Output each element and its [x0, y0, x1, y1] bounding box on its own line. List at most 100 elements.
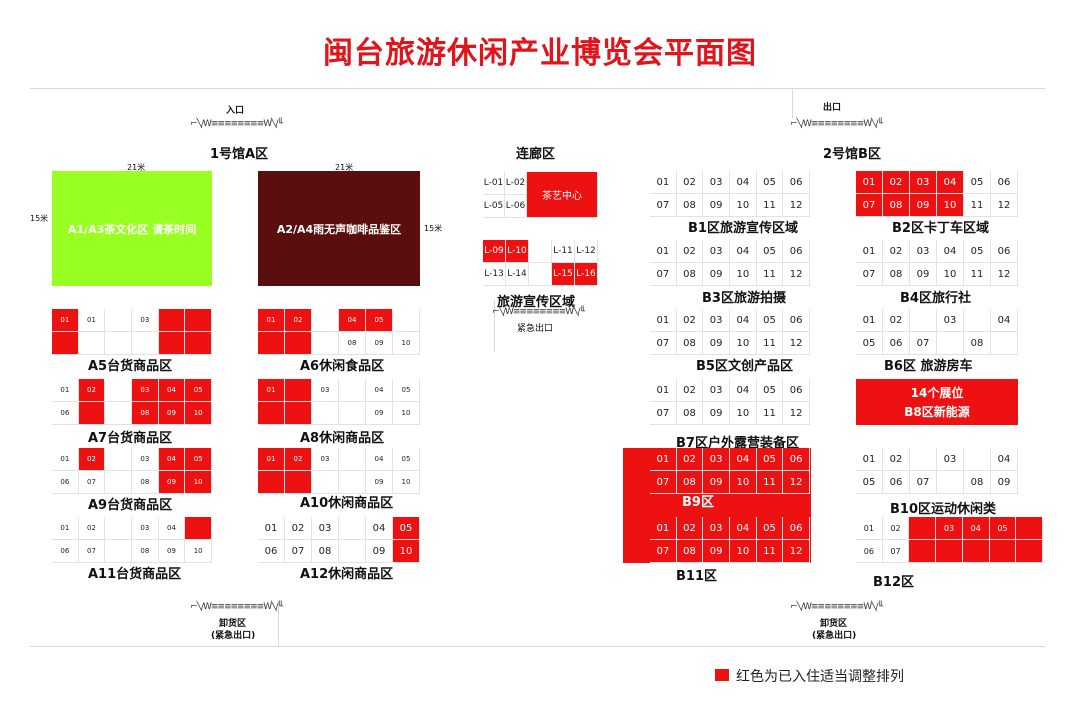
booth[interactable]: 10 [729, 263, 757, 286]
booth[interactable]: 09 [703, 402, 730, 425]
booth[interactable]: 10 [185, 402, 212, 425]
booth[interactable]: 11 [756, 402, 784, 425]
booth[interactable]: 03 [937, 309, 964, 332]
booth[interactable]: L-16 [575, 263, 598, 286]
booth[interactable]: 07 [78, 540, 106, 563]
booth[interactable]: 03 [131, 517, 159, 540]
booth[interactable] [339, 540, 366, 563]
booth[interactable] [105, 379, 132, 402]
l-block-bottom[interactable]: L-09 L-10 L-11 L-12 L-13 L-14 L-15 L-16 [483, 240, 598, 286]
booth[interactable]: 05 [756, 171, 784, 194]
booth[interactable]: 05 [964, 171, 991, 194]
booth[interactable]: 03 [703, 448, 730, 471]
booth[interactable]: 01 [856, 448, 883, 471]
booth[interactable] [52, 332, 79, 355]
booth[interactable]: 07 [882, 540, 910, 563]
booth[interactable]: 03 [703, 309, 730, 332]
booth[interactable]: 07 [285, 540, 312, 563]
booth[interactable]: 04 [991, 309, 1018, 332]
booth[interactable]: 04 [991, 448, 1018, 471]
booth[interactable]: 04 [339, 309, 366, 332]
booth[interactable]: 04 [729, 309, 757, 332]
booth[interactable]: 04 [366, 517, 393, 540]
booth[interactable]: 02 [676, 448, 704, 471]
booth[interactable] [185, 309, 212, 332]
booth[interactable]: 07 [650, 471, 677, 494]
booth[interactable]: 04 [158, 379, 186, 402]
booth[interactable]: 05 [185, 379, 212, 402]
a2a4-zone[interactable]: A2/A4雨无声咖啡品鉴区 [258, 171, 420, 286]
booth[interactable]: 09 [703, 332, 730, 355]
booth[interactable]: 10 [937, 263, 964, 286]
booth[interactable] [312, 471, 339, 494]
booth[interactable]: 05 [393, 379, 420, 402]
booth[interactable]: 08 [676, 540, 704, 563]
booth[interactable]: 09 [366, 402, 393, 425]
booth[interactable]: 09 [703, 263, 730, 286]
booth[interactable]: 06 [52, 402, 79, 425]
booth[interactable]: 09 [703, 540, 730, 563]
booth[interactable]: 04 [366, 448, 393, 471]
booth[interactable]: 03 [910, 171, 937, 194]
booth[interactable]: 09 [158, 540, 186, 563]
booth[interactable]: 02 [285, 517, 312, 540]
booth[interactable]: 11 [756, 194, 784, 217]
booth[interactable] [312, 332, 339, 355]
booth[interactable]: 01 [52, 379, 79, 402]
booth[interactable]: 04 [962, 517, 990, 540]
booth[interactable] [285, 402, 312, 425]
booth[interactable]: 06 [783, 171, 810, 194]
booth[interactable]: L-12 [575, 240, 598, 263]
booth[interactable]: 11 [756, 332, 784, 355]
booth[interactable]: 04 [729, 171, 757, 194]
booth[interactable] [909, 517, 937, 540]
booth[interactable] [78, 402, 106, 425]
booth[interactable]: 10 [729, 471, 757, 494]
booth[interactable]: L-05 [483, 195, 505, 218]
booth[interactable]: 01 [258, 309, 285, 332]
booth[interactable]: 10 [937, 194, 964, 217]
booth[interactable]: 09 [703, 471, 730, 494]
booth[interactable]: 01 [258, 517, 285, 540]
booth[interactable]: 08 [676, 263, 704, 286]
booth[interactable]: 09 [910, 263, 937, 286]
booth[interactable] [185, 332, 212, 355]
booth[interactable]: 03 [312, 379, 339, 402]
booth[interactable] [78, 332, 106, 355]
booth[interactable]: 07 [910, 471, 937, 494]
booth[interactable]: 03 [312, 448, 339, 471]
booth[interactable]: 11 [964, 263, 991, 286]
booth[interactable]: 02 [285, 309, 312, 332]
booth[interactable] [964, 309, 991, 332]
booth[interactable]: 08 [964, 332, 991, 355]
booth[interactable]: 03 [936, 517, 963, 540]
booth[interactable] [105, 517, 132, 540]
booth[interactable] [312, 402, 339, 425]
booth[interactable]: 10 [185, 540, 212, 563]
booth[interactable]: 09 [991, 471, 1018, 494]
booth[interactable] [339, 379, 366, 402]
booth[interactable]: 04 [729, 448, 757, 471]
booth[interactable]: 06 [52, 540, 79, 563]
booth[interactable]: 02 [883, 240, 910, 263]
booth[interactable] [258, 332, 285, 355]
booth[interactable]: 02 [676, 517, 704, 540]
booth[interactable]: 09 [158, 402, 186, 425]
booth[interactable] [393, 309, 420, 332]
booth[interactable]: 12 [991, 194, 1018, 217]
booth[interactable]: L-14 [506, 263, 529, 286]
booth[interactable]: 11 [756, 540, 784, 563]
booth[interactable] [285, 332, 312, 355]
booth[interactable] [105, 402, 132, 425]
booth[interactable]: L-11 [552, 240, 575, 263]
booth[interactable]: 07 [78, 471, 106, 494]
booth[interactable]: 06 [991, 240, 1018, 263]
booth[interactable] [105, 448, 132, 471]
